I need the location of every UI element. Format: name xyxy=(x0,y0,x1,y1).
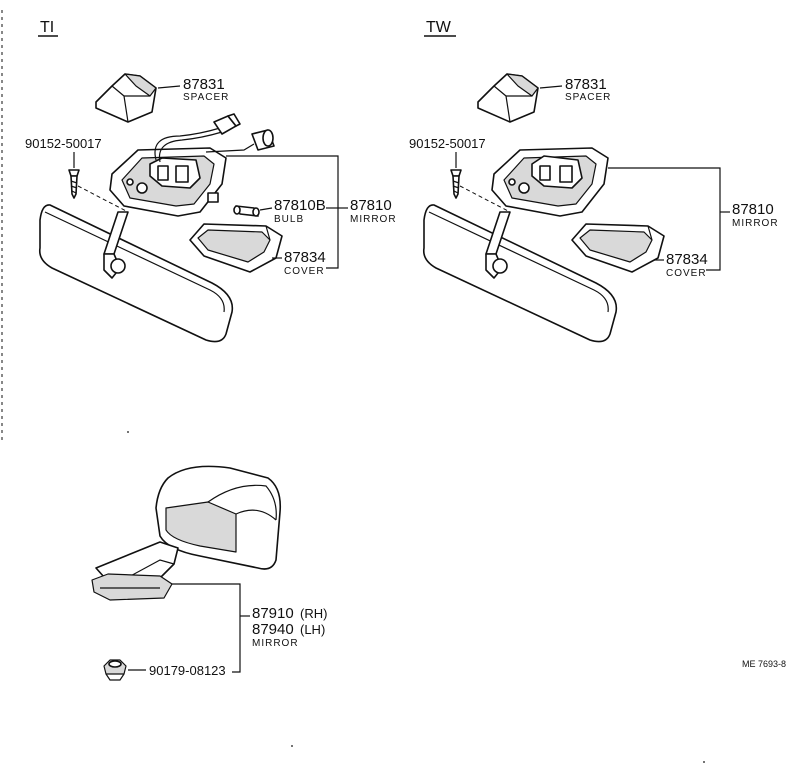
ti-screw-part xyxy=(68,169,80,199)
tw-screw-dashed-guide xyxy=(459,185,511,213)
ti-cover-number: 87834 xyxy=(284,249,326,266)
ti-spacer-leader xyxy=(157,85,181,89)
outside-mirror-section: 87910 (RH) 87940 (LH) MIRROR 90179-08123 xyxy=(91,465,327,681)
ti-cover-name: COVER xyxy=(284,266,325,277)
tw-mirror-bracket xyxy=(608,167,721,271)
tw-mirror-base xyxy=(491,147,609,217)
ti-mirror-bracket xyxy=(226,155,339,269)
ti-spacer-number: 87831 xyxy=(183,76,225,93)
tw-spacer-number: 87831 xyxy=(565,76,607,93)
outside-mirror-base xyxy=(91,573,173,601)
outside-mirror-lh-suffix: (LH) xyxy=(300,622,325,637)
ti-cable-plug xyxy=(251,129,275,151)
tw-mirror-number: 87810 xyxy=(732,201,774,218)
ti-section-label: TI xyxy=(40,19,54,36)
tw-screw-number: 90152-50017 xyxy=(409,136,486,151)
ti-bulb-part xyxy=(233,205,260,217)
ti-screw-number: 90152-50017 xyxy=(25,136,102,151)
stray-dot xyxy=(703,761,705,763)
tw-section: TW 87831 SPACER 90152-50017 xyxy=(409,19,779,343)
tw-cover-name: COVER xyxy=(666,268,707,279)
outside-mirror-rh-suffix: (RH) xyxy=(300,606,327,621)
ti-bulb-name: BULB xyxy=(274,214,304,225)
ti-section: TI 87831 SPACER 90152-50017 xyxy=(25,19,397,343)
tw-cover-number: 87834 xyxy=(666,251,708,268)
tw-mirror-stem xyxy=(485,211,511,279)
tw-mirror-glass xyxy=(422,204,618,343)
outside-mirror-lh-number: 87940 xyxy=(252,621,294,638)
ti-mirror-stem xyxy=(103,211,129,279)
ti-bulb-number: 87810B xyxy=(274,197,326,214)
reference-code: ME 7693-8 xyxy=(742,659,786,669)
tw-screw-part xyxy=(450,169,462,199)
tw-mirror-name: MIRROR xyxy=(732,218,779,229)
tw-spacer-name: SPACER xyxy=(565,92,611,103)
ti-spacer-name: SPACER xyxy=(183,92,229,103)
outside-mirror-bracket xyxy=(172,583,241,673)
tw-spacer-part xyxy=(477,73,539,123)
ti-screw-dashed-guide xyxy=(77,185,129,213)
ti-cover-part xyxy=(189,223,283,273)
ti-mirror-name: MIRROR xyxy=(350,214,397,225)
ti-mirror-glass xyxy=(38,204,234,343)
outside-mirror-name: MIRROR xyxy=(252,638,299,649)
ti-spacer-part xyxy=(95,73,157,123)
tw-spacer-leader xyxy=(539,85,563,89)
outside-mirror-clip xyxy=(103,659,127,681)
stray-dot xyxy=(291,745,293,747)
outside-clip-number: 90179-08123 xyxy=(149,663,226,678)
ti-wire xyxy=(154,127,221,161)
outside-mirror-rh-number: 87910 xyxy=(252,605,294,622)
stray-dot xyxy=(127,431,129,433)
tw-section-label: TW xyxy=(426,19,452,36)
tw-cover-part xyxy=(571,223,665,273)
ti-bulb-leader xyxy=(259,207,273,211)
ti-connector xyxy=(213,113,241,135)
ti-mirror-number: 87810 xyxy=(350,197,392,214)
ti-cable xyxy=(205,143,255,153)
ti-mirror-base xyxy=(109,147,227,217)
